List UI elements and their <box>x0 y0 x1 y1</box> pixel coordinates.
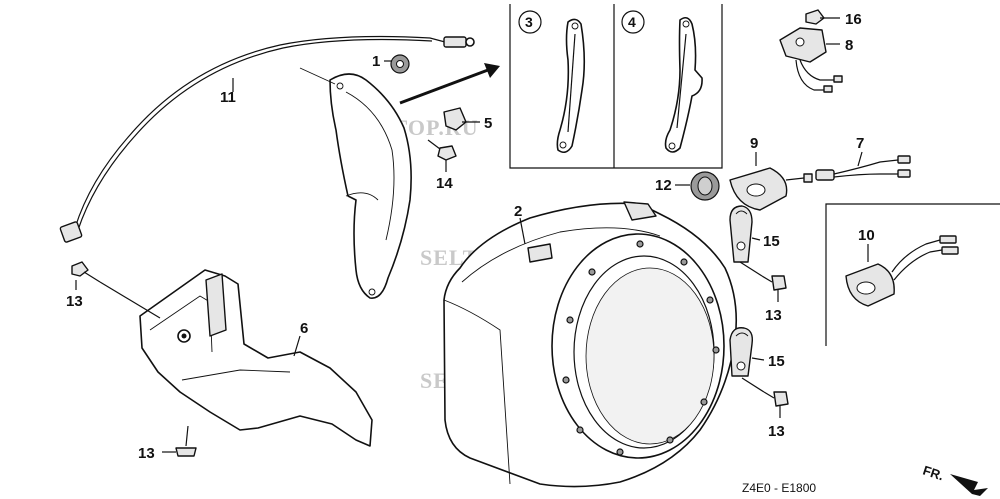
part-3-blower-guide-variant: 3 <box>518 10 586 154</box>
callout-label: 6 <box>300 320 308 337</box>
part-12-grommet: 12 <box>655 171 720 201</box>
callout-label: 3 <box>525 14 533 30</box>
part-9-switch: 9 <box>729 135 813 211</box>
part-2-fan-cover: 2 <box>443 201 738 488</box>
callout-label: 13 <box>765 307 782 324</box>
variant-inset-box <box>509 4 723 169</box>
front-arrow-icon <box>950 474 988 496</box>
part-11-cable: 11 <box>59 35 475 243</box>
callout-label: 8 <box>845 37 853 54</box>
blower-guide <box>299 67 412 299</box>
part-6-bottom-cover: 6 <box>139 269 373 447</box>
part-13-bolt: 13 <box>66 261 161 319</box>
part-7-wire: 7 <box>815 135 911 181</box>
callout-label: 1 <box>372 53 380 70</box>
front-direction-indicator: FR. <box>921 463 988 496</box>
callout-label: 11 <box>220 89 236 106</box>
callout-label: 14 <box>436 175 453 192</box>
callout-label: 15 <box>763 233 780 250</box>
part-14-bolt: 14 <box>427 139 457 192</box>
part-15-clamp: 15 <box>729 327 785 377</box>
callout-label: 16 <box>845 11 862 28</box>
drawing-code: Z4E0 - E1800 <box>742 481 816 495</box>
part-13-bolt: 13 <box>739 261 787 324</box>
part-8-switch-assembly: 8 <box>779 27 853 93</box>
callout-label: 5 <box>484 115 492 132</box>
part-10-inset-box <box>825 203 1000 346</box>
callout-label: 13 <box>138 445 155 462</box>
callout-label: 15 <box>768 353 785 370</box>
part-13-bolt: 13 <box>741 377 789 440</box>
callout-label: 4 <box>628 14 636 30</box>
inset-arrow <box>399 63 500 105</box>
part-15-clamp: 15 <box>729 205 780 263</box>
callout-label: 9 <box>750 135 758 152</box>
part-5-clip: 5 <box>443 107 492 132</box>
part-4-blower-guide-variant: 4 <box>621 10 703 153</box>
front-label: FR. <box>921 463 946 484</box>
part-16-screw: 16 <box>805 9 862 28</box>
callout-label: 13 <box>66 293 83 310</box>
part-1-grommet: 1 <box>372 53 410 74</box>
part-10-switch: 10 <box>845 227 959 307</box>
callout-label: 12 <box>655 177 672 194</box>
callout-label: 2 <box>514 203 522 220</box>
callout-label: 10 <box>858 227 875 244</box>
callout-label: 13 <box>768 423 785 440</box>
callout-label: 7 <box>856 135 864 152</box>
part-13-bolt: 13 <box>138 425 197 462</box>
